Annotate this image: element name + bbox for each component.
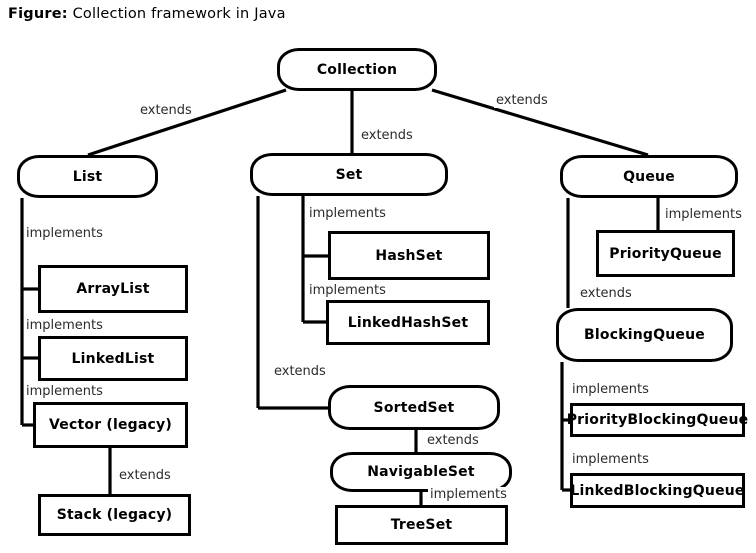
node-label: PriorityQueue [609,245,722,262]
node-label: SortedSet [373,399,455,416]
node-label: List [72,168,103,185]
edge-label-navigableset-treeset: implements [428,487,509,502]
node-set[interactable]: Set [250,153,448,196]
edge-label-list-linkedlist: implements [24,318,105,333]
node-stack[interactable]: Stack (legacy) [38,494,191,536]
node-label: Stack (legacy) [56,507,173,523]
edge-label-set-linkedhashset: implements [307,283,388,298]
node-linkedblockingqueue[interactable]: LinkedBlockingQueue [570,473,745,508]
node-sortedset[interactable]: SortedSet [328,385,500,430]
node-label: Queue [623,168,675,185]
edge-label-vector-stack: extends [117,468,173,483]
node-label: BlockingQueue [584,327,705,343]
edge-label-list-vector: implements [24,384,105,399]
node-label: Set [335,166,363,183]
edge-label-blockingqueue-linkedblockingqueue: implements [570,452,651,467]
node-label: PriorityBlockingQueue [566,412,749,428]
node-label: HashSet [375,247,443,264]
figure-caption-lead: Figure: [8,6,68,22]
edge-label-sortedset-navigableset: extends [425,433,481,448]
node-label: LinkedList [71,350,155,367]
edge-label-list-arraylist: implements [24,226,105,241]
node-label: ArrayList [76,281,150,297]
edge-label-collection-set: extends [359,128,415,143]
node-linkedhashset[interactable]: LinkedHashSet [326,300,490,345]
edge-label-collection-queue: extends [494,93,550,108]
node-label: TreeSet [390,517,453,533]
node-priorityblockingqueue[interactable]: PriorityBlockingQueue [567,403,748,437]
node-label: Vector (legacy) [49,417,172,433]
node-arraylist[interactable]: ArrayList [38,265,188,313]
node-queue[interactable]: Queue [560,155,738,198]
edge-label-queue-blockingqueue: extends [578,286,634,301]
edge-collection-queue [431,88,649,157]
node-navigableset[interactable]: NavigableSet [330,452,512,492]
edge-label-blockingqueue-priorityblockingqueue: implements [570,382,651,397]
node-label: Collection [316,61,398,78]
node-vector[interactable]: Vector (legacy) [33,402,188,448]
node-label: NavigableSet [367,464,475,480]
edge-label-set-sortedset: extends [272,364,328,379]
edge-label-set-hashset: implements [307,206,388,221]
edge-collection-list [87,88,287,157]
figure-caption: Figure: Collection framework in Java [8,6,286,22]
figure-caption-text: Collection framework in Java [72,6,286,22]
node-linkedlist[interactable]: LinkedList [38,336,188,381]
node-list[interactable]: List [17,155,158,198]
node-label: LinkedBlockingQueue [570,482,745,499]
edge-label-queue-priorityqueue: implements [663,207,744,222]
node-blockingqueue[interactable]: BlockingQueue [556,308,733,362]
node-hashset[interactable]: HashSet [328,231,490,280]
node-collection[interactable]: Collection [277,48,437,91]
node-treeset[interactable]: TreeSet [335,505,508,545]
edge-label-collection-list: extends [138,103,194,118]
node-priorityqueue[interactable]: PriorityQueue [596,230,735,277]
node-label: LinkedHashSet [347,314,469,331]
